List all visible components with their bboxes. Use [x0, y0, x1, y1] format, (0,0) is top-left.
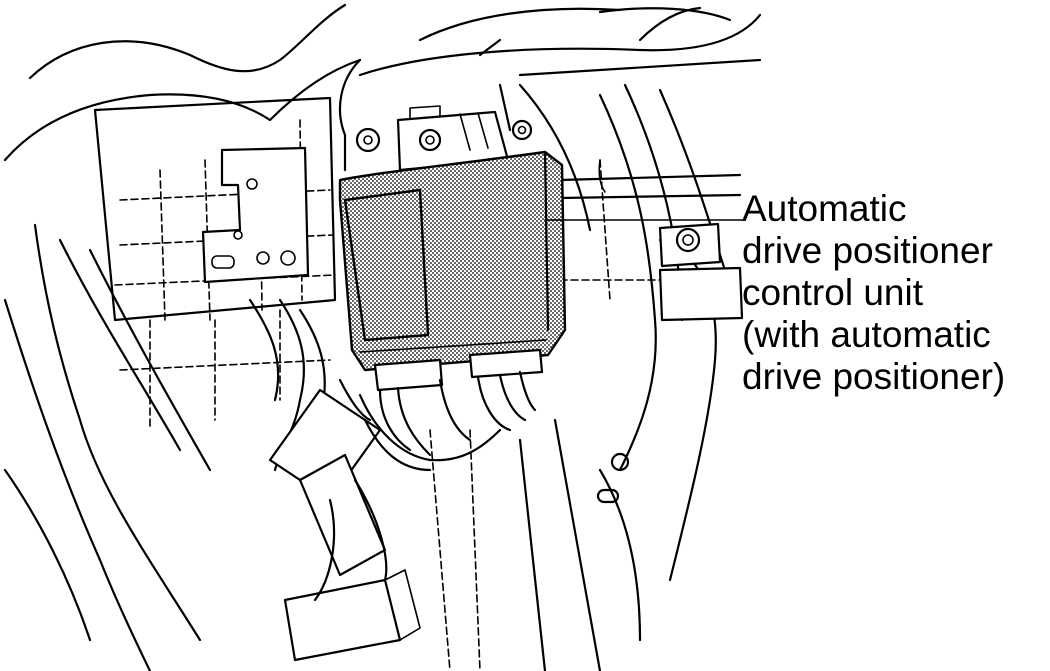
callout-line-2: drive positioner — [742, 230, 993, 271]
callout-line-5: drive positioner) — [742, 356, 1006, 397]
mounting-bracket — [201, 146, 310, 284]
component-callout-label: Automatic drive positioner control unit … — [742, 188, 1047, 398]
right-panel — [518, 83, 744, 642]
harness-connectors — [268, 388, 421, 662]
dashboard-outline — [3, 3, 762, 162]
unit-connectors — [338, 348, 544, 472]
callout-line-4: (with automatic — [742, 314, 991, 355]
control-unit — [338, 150, 567, 372]
center-pillar — [343, 83, 602, 671]
left-harness — [3, 223, 326, 671]
callout-line-3: control unit — [742, 272, 923, 313]
callout-line-1: Automatic — [742, 188, 907, 229]
